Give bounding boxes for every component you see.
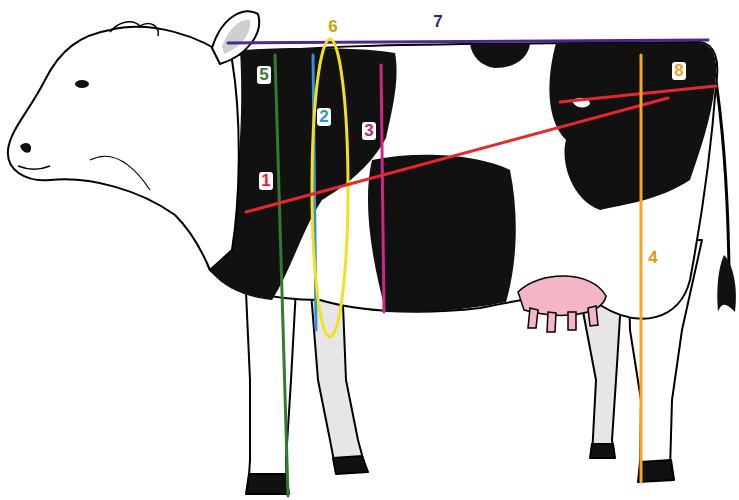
- callout-number: 2: [317, 108, 330, 126]
- measure-line-3: [381, 65, 384, 312]
- cow-udder: [518, 276, 606, 332]
- near-front-leg: [245, 270, 297, 491]
- far-hind-hoof: [590, 444, 615, 458]
- measure-line-4: [640, 55, 643, 482]
- teat: [547, 312, 556, 332]
- measurement-lines: [228, 39, 716, 496]
- measure-line-5: [275, 55, 288, 496]
- near-hind-hoof: [638, 460, 674, 482]
- callout-number: 4: [646, 249, 659, 267]
- near-front-hoof: [246, 474, 289, 494]
- forelock: [110, 22, 158, 36]
- measure-line-1: [246, 98, 668, 212]
- cow-head: [8, 11, 259, 270]
- jaw-line: [90, 156, 150, 190]
- rump-patch: [549, 43, 716, 210]
- callout-number: 5: [257, 66, 270, 84]
- cow-tail: [714, 68, 736, 312]
- back-patch: [470, 44, 530, 68]
- nostril: [20, 143, 31, 153]
- far-front-hoof: [333, 456, 368, 474]
- teat: [528, 308, 538, 328]
- tail: [714, 68, 729, 270]
- eye: [75, 80, 89, 88]
- measure-line-8: [560, 86, 716, 102]
- ear: [212, 11, 259, 64]
- head: [8, 27, 239, 270]
- measure-line-7: [228, 40, 708, 43]
- belly-patch: [368, 155, 516, 312]
- mouth: [18, 166, 50, 169]
- callout-number: 1: [259, 172, 272, 190]
- teat: [568, 312, 576, 330]
- callout-number: 7: [431, 13, 444, 31]
- callout-number: 3: [362, 122, 375, 140]
- callout-number: 8: [672, 62, 685, 80]
- inner-ear: [222, 20, 250, 54]
- teat: [588, 306, 598, 326]
- callout-number: 6: [326, 18, 339, 36]
- tail-tuft: [717, 255, 736, 312]
